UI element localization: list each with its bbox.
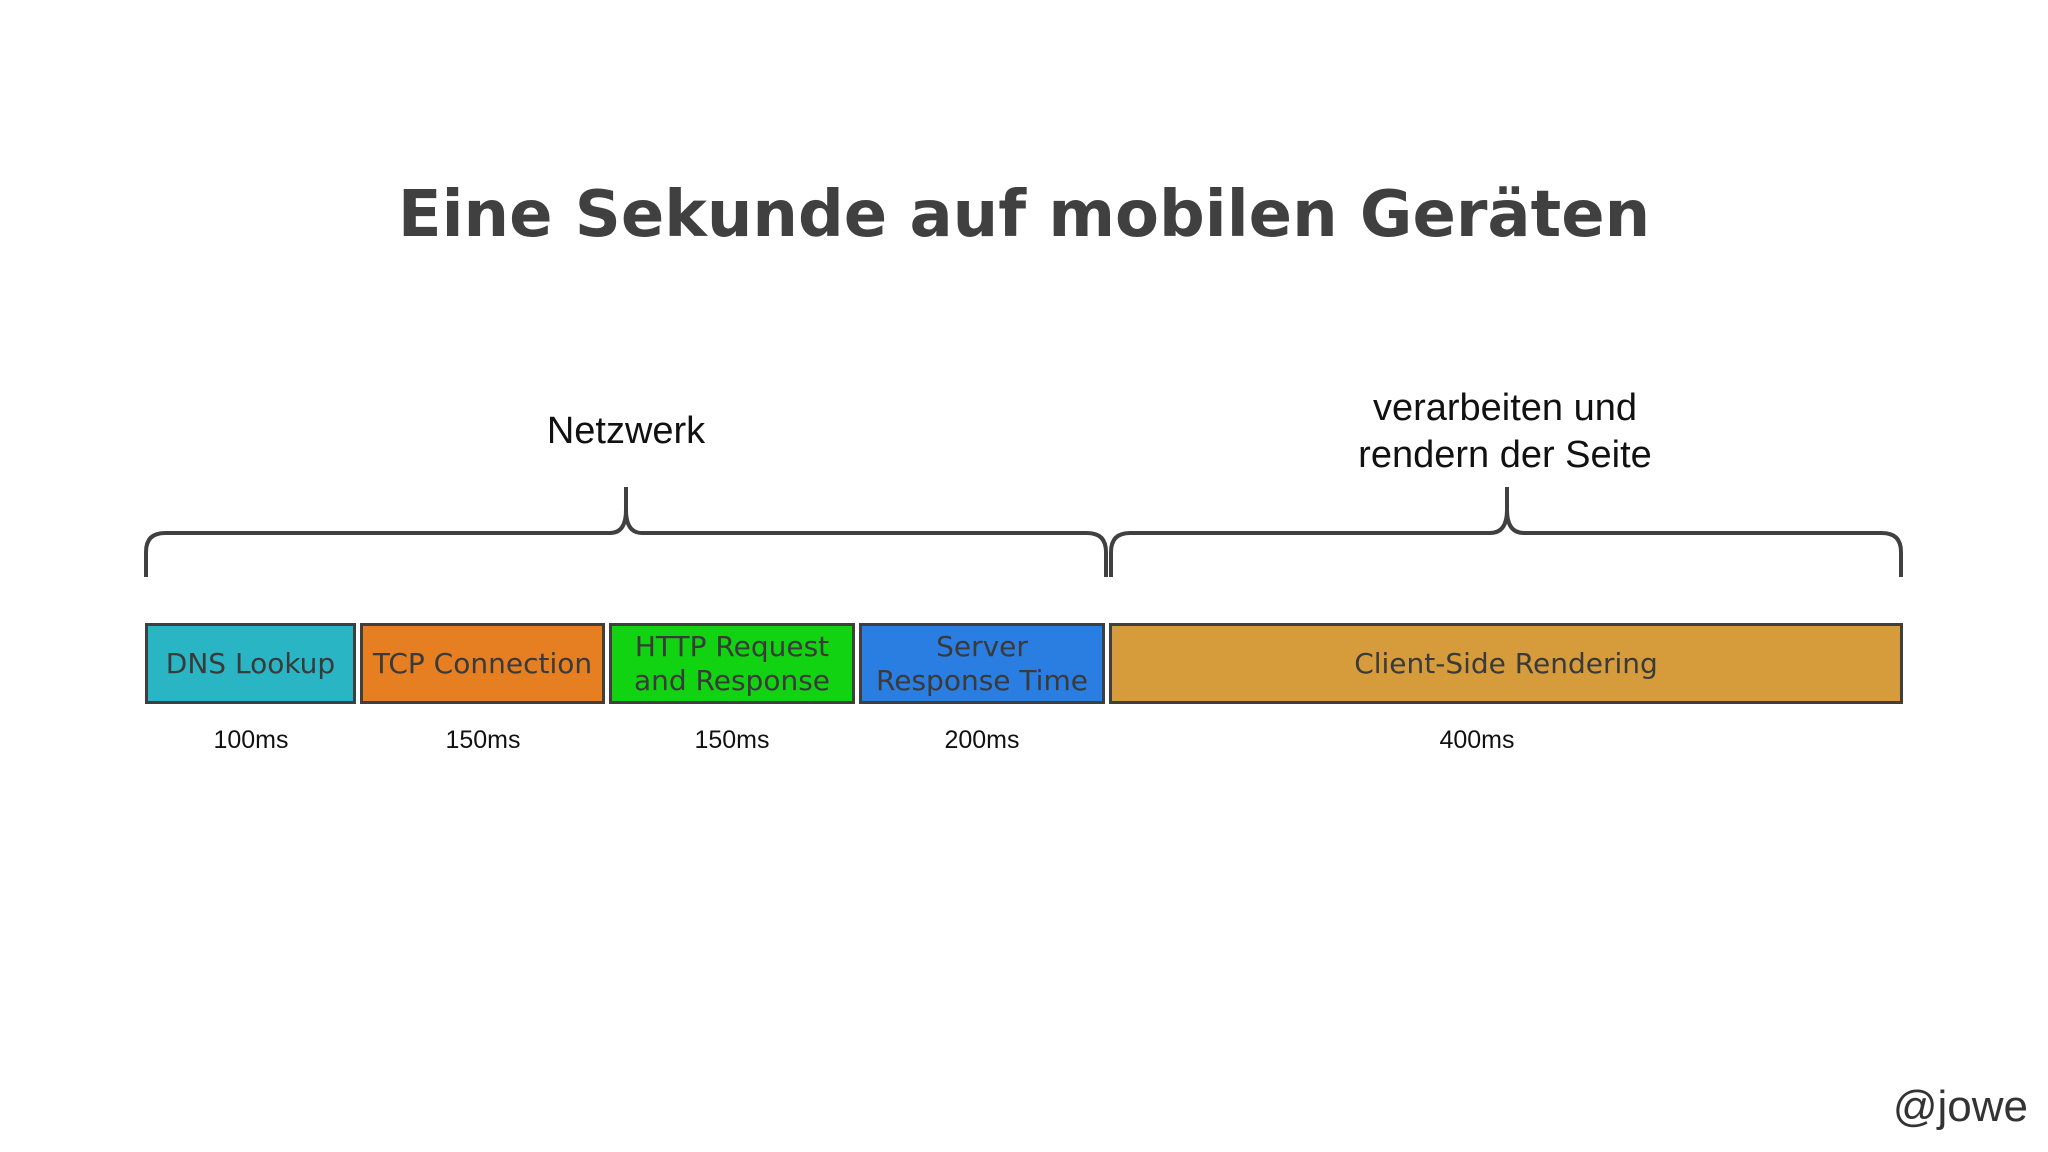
network-group-label: Netzwerk [546, 410, 706, 452]
segment-server-response: Server Response Time [859, 623, 1105, 704]
duration-tcp-connection: 150ms [445, 726, 521, 754]
segment-http-request: HTTP Request and Response [609, 623, 855, 704]
render-brace [1109, 487, 1903, 577]
render-group-label: verarbeiten und rendern der Seite [1358, 387, 1652, 476]
segment-client-rendering: Client-Side Rendering [1109, 623, 1903, 704]
duration-http-request: 150ms [694, 726, 770, 754]
slide-title: Eine Sekunde auf mobilen Geräten [397, 178, 1651, 252]
duration-client-rendering: 400ms [1439, 726, 1515, 754]
segment-tcp-connection: TCP Connection [360, 623, 605, 704]
duration-server-response: 200ms [944, 726, 1020, 754]
network-brace [144, 487, 1108, 577]
author-handle: @jowe [1892, 1082, 2028, 1131]
segment-dns-lookup: DNS Lookup [145, 623, 356, 704]
duration-dns-lookup: 100ms [213, 726, 289, 754]
